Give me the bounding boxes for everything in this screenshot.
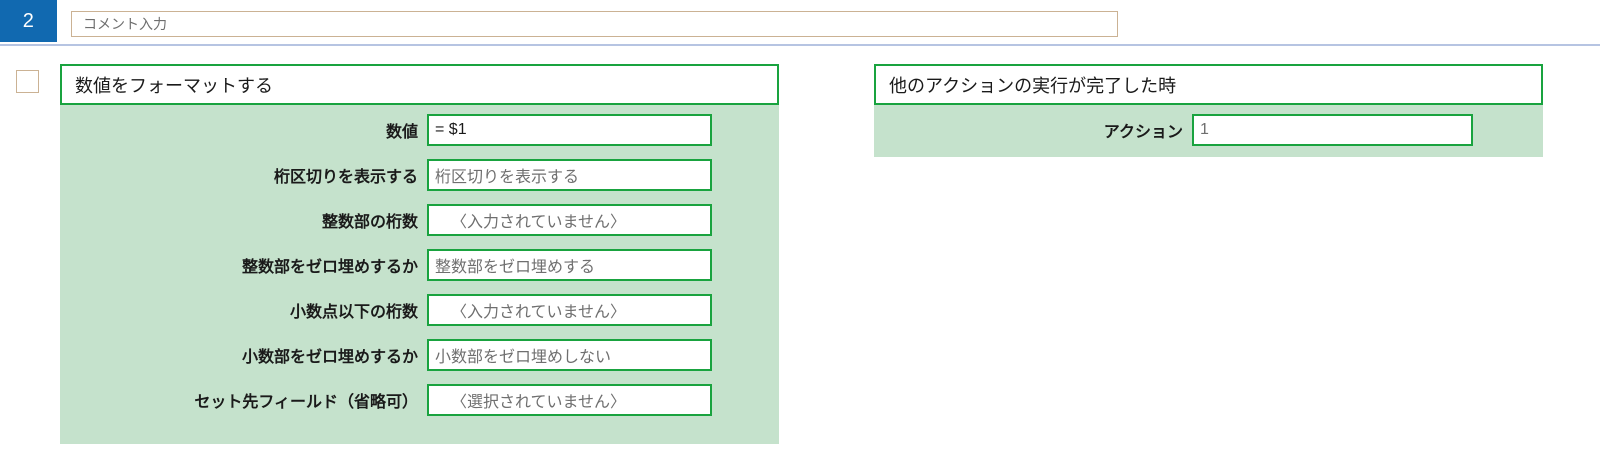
field-label: 整数部の桁数	[321, 214, 418, 231]
field-value: 〈入力されていません〉	[451, 304, 627, 321]
field-input-decimal-digits[interactable]: 〈入力されていません〉	[427, 294, 712, 326]
field-value: 〈入力されていません〉	[451, 214, 627, 231]
field-value: 整数部をゼロ埋めする	[435, 259, 596, 276]
field-label: セット先フィールド（省略可）	[194, 394, 418, 411]
field-input-action[interactable]: 1	[1192, 114, 1473, 146]
trigger-card-fields: アクション 1	[874, 105, 1543, 157]
field-row: セット先フィールド（省略可） 〈選択されていません〉	[60, 384, 779, 416]
field-value: 〈選択されていません〉	[451, 394, 627, 411]
field-label: 小数部をゼロ埋めするか	[241, 349, 418, 366]
field-input-show-thousands-separator[interactable]: 桁区切りを表示する	[427, 159, 712, 191]
comment-input[interactable]: コメント入力	[71, 11, 1118, 37]
comment-input-placeholder: コメント入力	[83, 16, 167, 32]
field-value: 1	[1200, 121, 1209, 138]
field-row: 小数部をゼロ埋めするか 小数部をゼロ埋めしない	[60, 339, 779, 371]
step-number-badge: 2	[0, 0, 57, 42]
top-bar: 2 コメント入力	[0, 0, 1600, 46]
field-value: = $1	[435, 121, 467, 138]
field-label: 小数点以下の桁数	[289, 304, 418, 321]
field-label: 整数部をゼロ埋めするか	[241, 259, 418, 276]
field-row: 整数部の桁数 〈入力されていません〉	[60, 204, 779, 236]
field-row: 小数点以下の桁数 〈入力されていません〉	[60, 294, 779, 326]
field-row: 数値 = $1	[60, 114, 779, 146]
action-card-fields: 数値 = $1 桁区切りを表示する 桁区切りを表示する 整数部の桁数 〈入力され…	[60, 105, 779, 444]
trigger-card-title[interactable]: 他のアクションの実行が完了した時	[874, 64, 1543, 105]
field-label: アクション	[1103, 124, 1183, 141]
action-row-checkbox[interactable]	[16, 70, 39, 93]
field-label: 桁区切りを表示する	[273, 169, 418, 186]
field-row: 整数部をゼロ埋めするか 整数部をゼロ埋めする	[60, 249, 779, 281]
field-input-zero-pad-integer[interactable]: 整数部をゼロ埋めする	[427, 249, 712, 281]
field-row: アクション 1	[874, 114, 1543, 146]
trigger-card-on-other-action-complete: 他のアクションの実行が完了した時 アクション 1	[874, 64, 1543, 157]
field-label: 数値	[385, 124, 418, 141]
field-input-target-field[interactable]: 〈選択されていません〉	[427, 384, 712, 416]
field-input-zero-pad-decimal[interactable]: 小数部をゼロ埋めしない	[427, 339, 712, 371]
field-input-numeric-value[interactable]: = $1	[427, 114, 712, 146]
field-row: 桁区切りを表示する 桁区切りを表示する	[60, 159, 779, 191]
field-input-integer-digits[interactable]: 〈入力されていません〉	[427, 204, 712, 236]
field-value: 小数部をゼロ埋めしない	[435, 349, 612, 366]
header-separator	[0, 44, 1600, 46]
field-value: 桁区切りを表示する	[435, 169, 580, 186]
action-card-title[interactable]: 数値をフォーマットする	[60, 64, 779, 105]
action-card-format-number: 数値をフォーマットする 数値 = $1 桁区切りを表示する 桁区切りを表示する …	[60, 64, 779, 444]
